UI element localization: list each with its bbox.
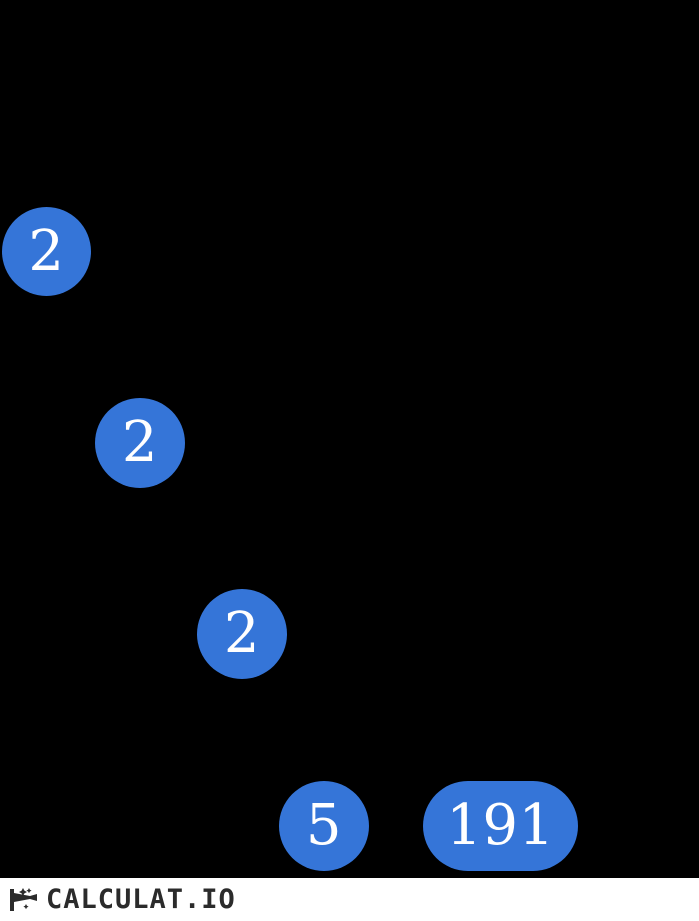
factor-node-4-label: 5 <box>305 793 343 858</box>
magic-wand-icon <box>10 887 37 911</box>
factor-node-5[interactable]: 191 <box>423 781 578 871</box>
factor-node-3-label: 2 <box>223 601 261 666</box>
watermark-wordmark: CALCULAT.IO <box>46 884 236 915</box>
factor-node-2[interactable]: 2 <box>95 398 185 488</box>
watermark-bar: CALCULAT.IO <box>0 878 699 921</box>
factor-node-2-label: 2 <box>121 410 159 475</box>
factor-node-1-label: 2 <box>28 218 65 284</box>
factor-node-5-label: 191 <box>446 793 555 858</box>
factor-node-1[interactable]: 2 <box>2 207 91 296</box>
factor-node-3[interactable]: 2 <box>197 589 287 679</box>
factor-node-4[interactable]: 5 <box>279 781 369 871</box>
